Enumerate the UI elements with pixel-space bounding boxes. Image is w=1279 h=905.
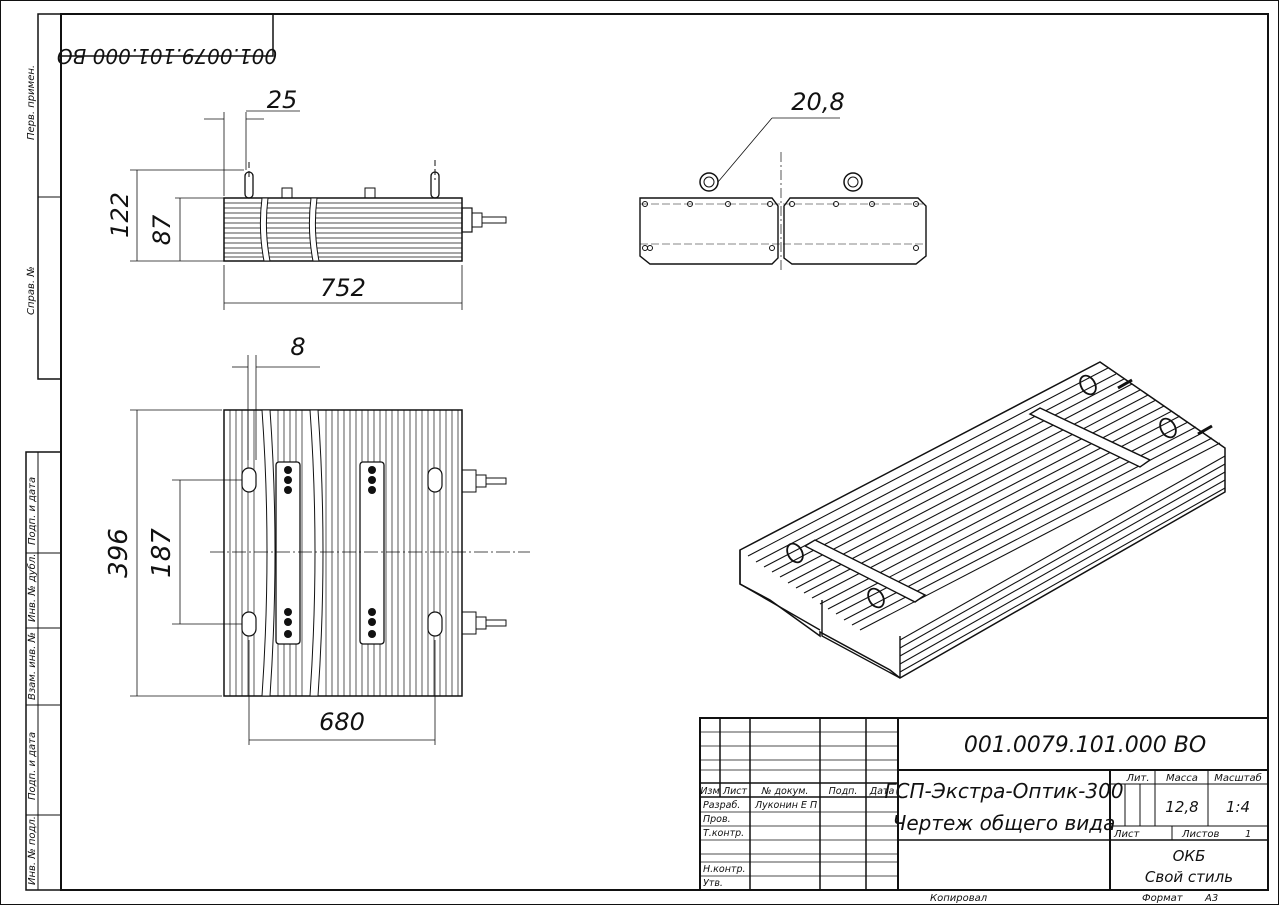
side-strip: Перв. примен. Справ. № Подп. и дата Инв.… (25, 13, 62, 891)
side-label-perv: Перв. примен. (26, 65, 37, 140)
sheets-value: 1 (1245, 829, 1251, 840)
plan-view (210, 409, 530, 697)
row-razrab: Разраб. (703, 800, 740, 811)
row-prov: Пров. (703, 814, 731, 825)
dim-gap: 8 (290, 333, 305, 361)
end-view-dimension (717, 117, 840, 183)
col-list: Лист (722, 786, 748, 797)
mass-value: 12,8 (1165, 798, 1198, 816)
dim-height-body: 87 (148, 214, 176, 245)
scale-value: 1:4 (1226, 798, 1250, 816)
side-label-podp-1: Подп. и дата (27, 477, 38, 545)
title-block-text: 001.0079.101.000 ВО ГСП-Экстра-Оптик-300… (700, 733, 1261, 889)
isometric-view (739, 361, 1226, 679)
side-view-dimensions (130, 110, 463, 310)
scale-label: Масштаб (1214, 772, 1262, 784)
mirrored-drawing-number: 001.0079.101.000 ВО (57, 44, 277, 68)
col-izm: Изм (700, 786, 719, 797)
lit-label: Лит. (1125, 773, 1149, 784)
org-line-1: ОКБ (1173, 847, 1206, 865)
copied-label: Копировал (930, 893, 988, 904)
product-name: ГСП-Экстра-Оптик-300 (884, 779, 1123, 803)
sheet-label: Лист (1113, 829, 1141, 840)
side-view (223, 160, 507, 262)
mirrored-number-box: 001.0079.101.000 ВО (57, 13, 277, 68)
dim-plan-height: 396 (104, 528, 134, 578)
mass-label: Масса (1166, 773, 1198, 784)
col-podp: Подп. (829, 786, 858, 797)
dim-plan-inner: 187 (147, 528, 177, 578)
title-block (699, 717, 1269, 891)
row-tkontr: Т.контр. (703, 828, 744, 839)
col-data: Дата (869, 786, 895, 797)
format-label: Формат (1142, 893, 1184, 904)
end-view (639, 152, 927, 270)
side-label-inv-dubl: Инв. № дубл. (26, 554, 38, 622)
razrab-name: Луконин Е П (754, 800, 817, 811)
side-label-inv-podl: Инв. № подл. (27, 816, 38, 885)
row-utv: Утв. (703, 878, 723, 889)
sheets-label: Листов (1181, 829, 1219, 840)
org-line-2: Свой стиль (1145, 868, 1233, 886)
dim-top-width: 25 (267, 86, 298, 114)
row-nkontr: Н.контр. (703, 864, 746, 875)
drawing-number: 001.0079.101.000 ВО (964, 733, 1206, 758)
dim-height-total: 122 (106, 192, 134, 238)
plan-view-dimensions (130, 355, 436, 745)
side-label-sprav: Справ. № (26, 266, 37, 315)
format-value: А3 (1204, 893, 1218, 904)
dim-length: 752 (320, 274, 366, 302)
dim-plan-width: 680 (319, 708, 365, 736)
document-type: Чертеж общего вида (893, 811, 1116, 835)
side-label-vzam: Взам. инв. № (27, 632, 38, 700)
side-label-podp-2: Подп. и дата (27, 732, 38, 800)
dim-eye-diameter: 20,8 (791, 88, 844, 116)
col-doc: № докум. (761, 786, 809, 797)
